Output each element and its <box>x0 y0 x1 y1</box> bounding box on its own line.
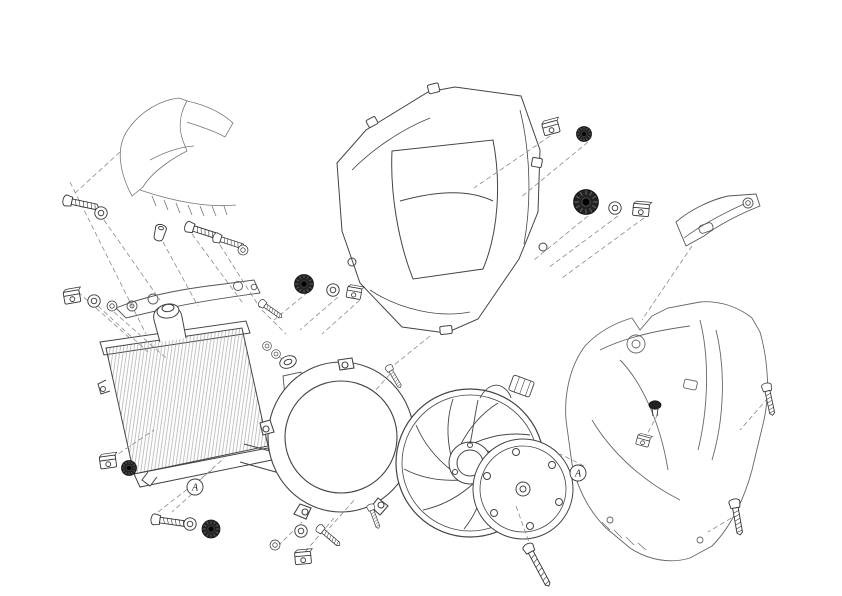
washer <box>106 300 118 312</box>
speed-nut-clip <box>540 116 563 137</box>
speed-nut-clip <box>632 200 653 218</box>
washer <box>94 206 108 220</box>
callout-a-2: A <box>569 464 587 482</box>
washer <box>237 244 249 256</box>
rubber-grommet <box>201 519 221 539</box>
mounting-bracket <box>675 193 761 247</box>
leader-lines <box>69 135 769 557</box>
rubber-grommet <box>576 126 592 142</box>
callout-a-1-label: A <box>191 483 199 494</box>
speed-nut-clip <box>98 451 120 470</box>
long-screw <box>521 541 555 590</box>
rubber-grommet <box>573 189 599 215</box>
screw <box>61 193 101 214</box>
radiator <box>97 303 302 488</box>
screw <box>149 512 189 530</box>
washer <box>262 341 272 351</box>
speed-nut-clip <box>293 548 314 566</box>
button-screw <box>648 400 662 417</box>
rubber-grommet <box>294 274 314 294</box>
washer <box>294 524 308 538</box>
fan-motor-cover <box>472 438 574 540</box>
fan-connector <box>508 374 535 398</box>
radiator-filler-neck <box>153 303 187 343</box>
rubber-plug <box>151 222 168 243</box>
radiator-core <box>105 327 269 475</box>
air-duct-panel <box>336 82 548 335</box>
screw <box>314 522 343 549</box>
inner-fairing-panel <box>565 301 768 562</box>
rubber-grommet <box>121 460 137 476</box>
washer <box>269 539 281 551</box>
fan-wire <box>469 384 512 445</box>
screw <box>256 297 285 321</box>
speed-nut-clip <box>62 286 84 305</box>
front-fairing-fragment <box>119 97 237 217</box>
radiator-upper-bracket <box>115 279 261 319</box>
callout-a-2-label: A <box>574 469 582 480</box>
washer <box>326 283 340 297</box>
speed-nut-clip <box>345 283 365 301</box>
washer <box>608 201 622 215</box>
fasteners <box>61 116 778 590</box>
callout-a-1: A <box>186 478 204 496</box>
washer <box>271 349 281 359</box>
radiator-lower-tab <box>141 471 158 487</box>
fan-shroud-ring <box>259 357 415 520</box>
washer <box>183 517 197 531</box>
oval-grommet <box>279 355 297 369</box>
washer <box>87 294 101 308</box>
